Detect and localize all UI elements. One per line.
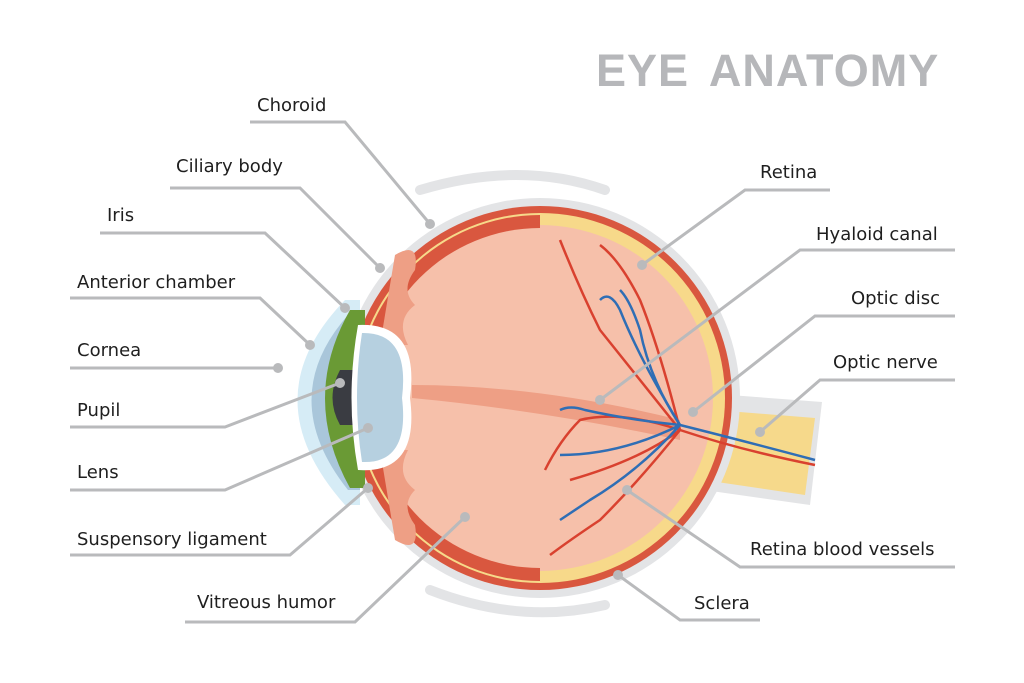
diagram-title: EYE ANATOMY — [596, 45, 940, 96]
label-cornea: Cornea — [77, 340, 142, 361]
retina-blood-vessels — [543, 239, 816, 557]
label-optic-disc: Optic disc — [851, 288, 940, 309]
label-retina-blood-vessels: Retina blood vessels — [750, 539, 935, 560]
hyaloid-canal — [412, 385, 680, 440]
leader-lines — [70, 120, 955, 624]
label-anterior-chamber: Anterior chamber — [77, 272, 236, 293]
label-retina: Retina — [760, 162, 818, 183]
label-suspensory-ligament: Suspensory ligament — [77, 529, 267, 550]
label-hyaloid-canal: Hyaloid canal — [816, 224, 938, 245]
leader-dots — [273, 219, 765, 580]
label-iris: Iris — [107, 205, 135, 226]
label-ciliary-body: Ciliary body — [176, 156, 283, 177]
label-lens: Lens — [77, 462, 119, 483]
label-sclera: Sclera — [694, 593, 750, 614]
label-optic-nerve: Optic nerve — [833, 352, 938, 373]
sclera-halo — [415, 170, 610, 618]
label-choroid: Choroid — [257, 95, 327, 116]
label-pupil: Pupil — [77, 400, 121, 421]
label-vitreous-humor: Vitreous humor — [197, 592, 336, 613]
